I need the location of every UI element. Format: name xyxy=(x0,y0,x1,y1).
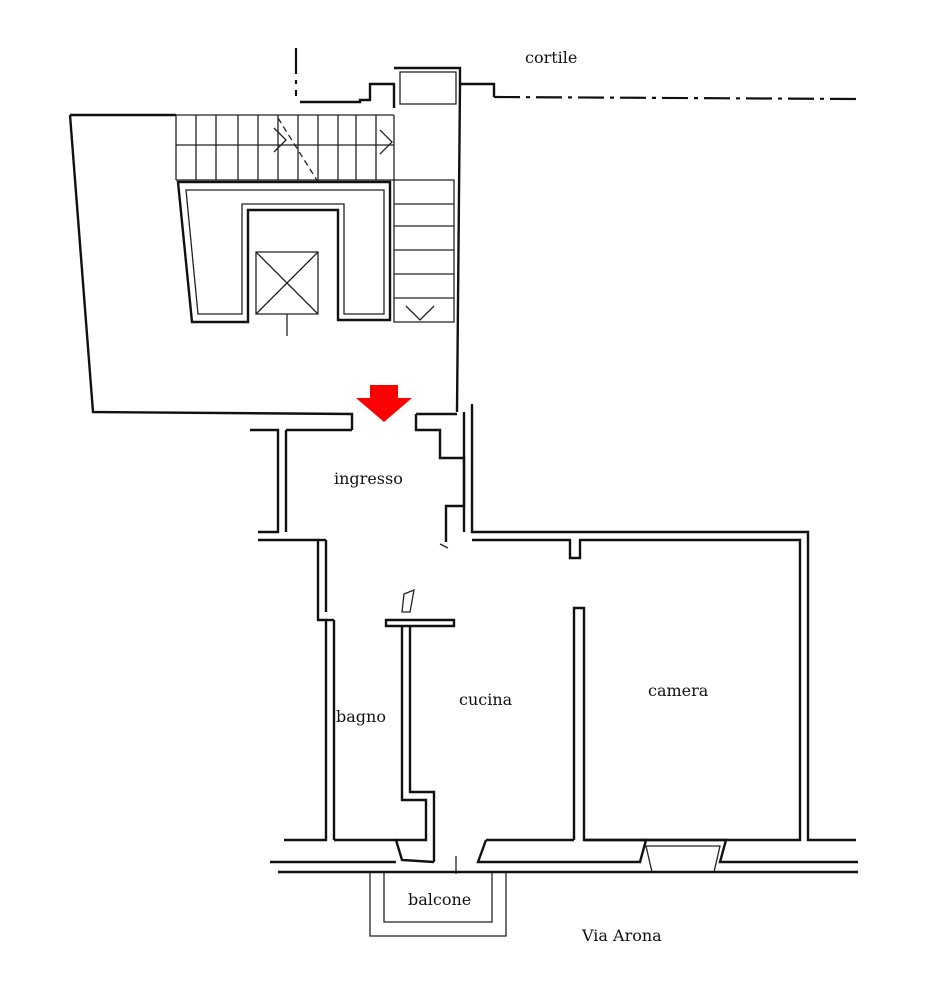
label-via-arona: Via Arona xyxy=(581,926,662,945)
down-arrow-icon xyxy=(356,385,412,422)
label-balcone: balcone xyxy=(408,890,471,909)
stair-treads-right xyxy=(393,179,455,323)
apartment-walls xyxy=(250,404,858,874)
stair-treads-top xyxy=(176,115,395,183)
label-bagno: bagno xyxy=(336,707,386,726)
courtyard-boundary xyxy=(294,48,859,101)
label-cortile: cortile xyxy=(525,48,577,67)
label-ingresso: ingresso xyxy=(334,469,403,488)
label-cucina: cucina xyxy=(459,690,513,709)
elevator-icon xyxy=(255,251,319,336)
balcony-outline xyxy=(369,872,507,937)
label-camera: camera xyxy=(648,681,709,700)
stairwell-area xyxy=(68,66,496,430)
